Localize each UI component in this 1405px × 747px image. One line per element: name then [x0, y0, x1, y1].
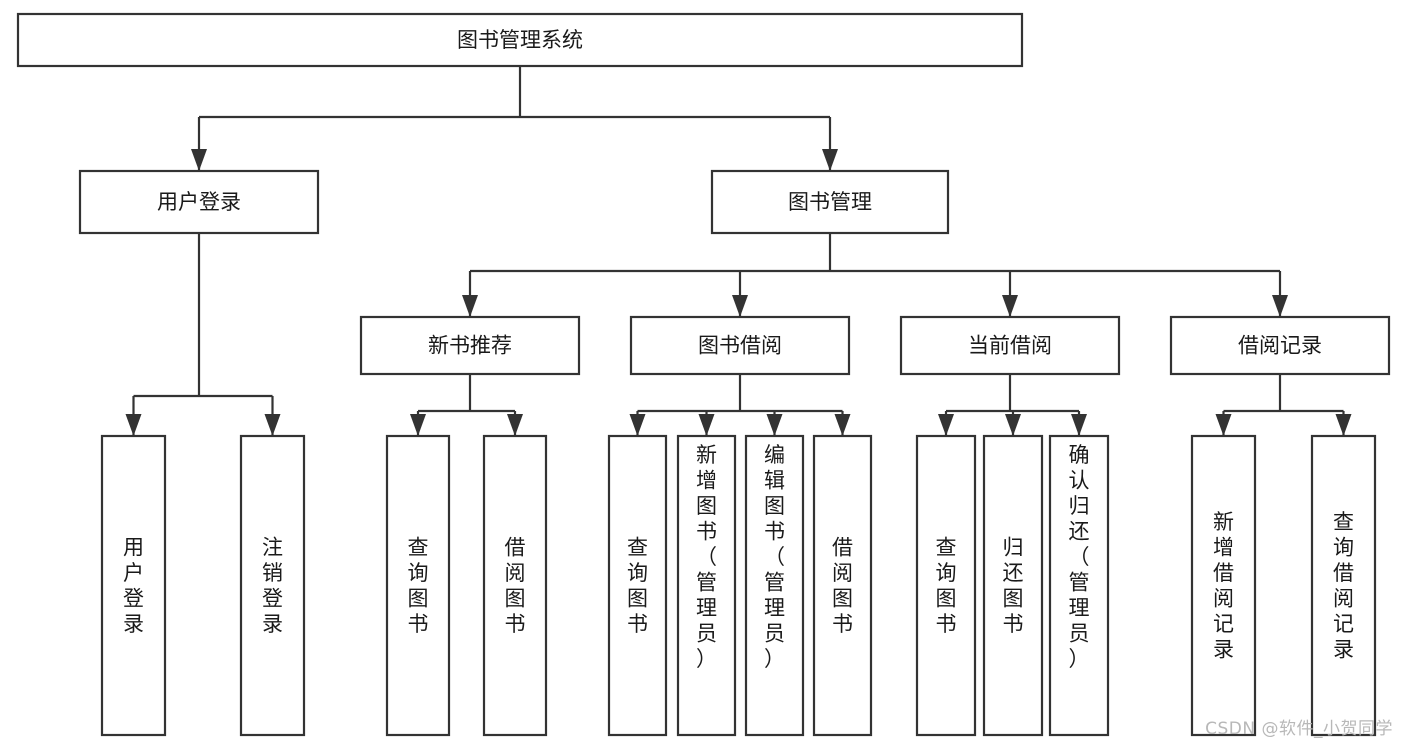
nodes-layer: 图书管理系统用户登录图书管理新书推荐图书借阅当前借阅借阅记录用户登录注销登录查询…: [16, 12, 1391, 737]
node-borrow-record[interactable]: 借阅记录: [1169, 315, 1391, 376]
node-leaf-return-book[interactable]: 归还图书: [982, 434, 1044, 737]
node-label-root: 图书管理系统: [457, 28, 583, 52]
node-label-leaf-borrow-book-2: 借阅图书: [832, 535, 853, 636]
node-label-leaf-user-login: 用户登录: [123, 535, 144, 636]
node-label-leaf-query-book-1: 查询图书: [408, 535, 429, 636]
node-box-leaf-user-login[interactable]: [100, 434, 167, 737]
node-leaf-add-record[interactable]: 新增借阅记录: [1190, 434, 1257, 737]
node-box-leaf-logout[interactable]: [239, 434, 306, 737]
node-box-book-manage[interactable]: [710, 169, 950, 235]
node-label-leaf-query-book-3: 查询图书: [936, 535, 957, 636]
node-box-leaf-add-record[interactable]: [1190, 434, 1257, 737]
node-label-book-manage: 图书管理: [788, 190, 872, 214]
node-leaf-borrow-book-1[interactable]: 借阅图书: [482, 434, 548, 737]
node-box-leaf-query-book-3[interactable]: [915, 434, 977, 737]
node-label-book-borrow: 图书借阅: [698, 334, 782, 358]
node-user-login[interactable]: 用户登录: [78, 169, 320, 235]
node-book-borrow[interactable]: 图书借阅: [629, 315, 851, 376]
node-box-root[interactable]: [16, 12, 1024, 68]
node-label-leaf-query-book-2: 查询图书: [627, 535, 648, 636]
node-new-book-rec[interactable]: 新书推荐: [359, 315, 581, 376]
node-box-current-borrow[interactable]: [899, 315, 1121, 376]
node-box-user-login[interactable]: [78, 169, 320, 235]
node-label-borrow-record: 借阅记录: [1238, 334, 1322, 358]
node-leaf-logout[interactable]: 注销登录: [239, 434, 306, 737]
node-box-book-borrow[interactable]: [629, 315, 851, 376]
node-book-manage[interactable]: 图书管理: [710, 169, 950, 235]
node-box-leaf-add-book[interactable]: [676, 434, 737, 737]
node-label-leaf-return-book: 归还图书: [1003, 535, 1024, 636]
node-label-leaf-logout: 注销登录: [262, 535, 283, 636]
node-leaf-add-book[interactable]: 新增图书（管理员）: [676, 434, 737, 737]
node-label-leaf-add-record: 新增借阅记录: [1213, 510, 1234, 662]
node-box-leaf-edit-book[interactable]: [744, 434, 805, 737]
edges-layer: [125, 66, 1352, 436]
node-label-user-login: 用户登录: [157, 190, 241, 214]
node-label-leaf-add-book: 新增图书（管理员）: [696, 443, 717, 671]
node-box-leaf-return-book[interactable]: [982, 434, 1044, 737]
node-leaf-confirm-return[interactable]: 确认归还（管理员）: [1048, 434, 1110, 737]
node-leaf-query-record[interactable]: 查询借阅记录: [1310, 434, 1377, 737]
node-box-borrow-record[interactable]: [1169, 315, 1391, 376]
node-label-leaf-query-record: 查询借阅记录: [1333, 510, 1354, 662]
node-root[interactable]: 图书管理系统: [16, 12, 1024, 68]
node-label-leaf-confirm-return: 确认归还（管理员）: [1069, 443, 1090, 671]
node-box-leaf-borrow-book-2[interactable]: [812, 434, 873, 737]
node-box-leaf-query-record[interactable]: [1310, 434, 1377, 737]
node-label-new-book-rec: 新书推荐: [428, 334, 512, 358]
node-leaf-edit-book[interactable]: 编辑图书（管理员）: [744, 434, 805, 737]
node-leaf-borrow-book-2[interactable]: 借阅图书: [812, 434, 873, 737]
node-box-leaf-query-book-1[interactable]: [385, 434, 451, 737]
node-box-leaf-confirm-return[interactable]: [1048, 434, 1110, 737]
node-current-borrow[interactable]: 当前借阅: [899, 315, 1121, 376]
node-leaf-user-login[interactable]: 用户登录: [100, 434, 167, 737]
node-box-leaf-query-book-2[interactable]: [607, 434, 668, 737]
node-leaf-query-book-1[interactable]: 查询图书: [385, 434, 451, 737]
node-label-current-borrow: 当前借阅: [968, 334, 1052, 358]
node-leaf-query-book-2[interactable]: 查询图书: [607, 434, 668, 737]
node-label-leaf-borrow-book-1: 借阅图书: [505, 535, 526, 636]
node-leaf-query-book-3[interactable]: 查询图书: [915, 434, 977, 737]
node-box-new-book-rec[interactable]: [359, 315, 581, 376]
node-box-leaf-borrow-book-1[interactable]: [482, 434, 548, 737]
node-label-leaf-edit-book: 编辑图书（管理员）: [764, 443, 785, 671]
